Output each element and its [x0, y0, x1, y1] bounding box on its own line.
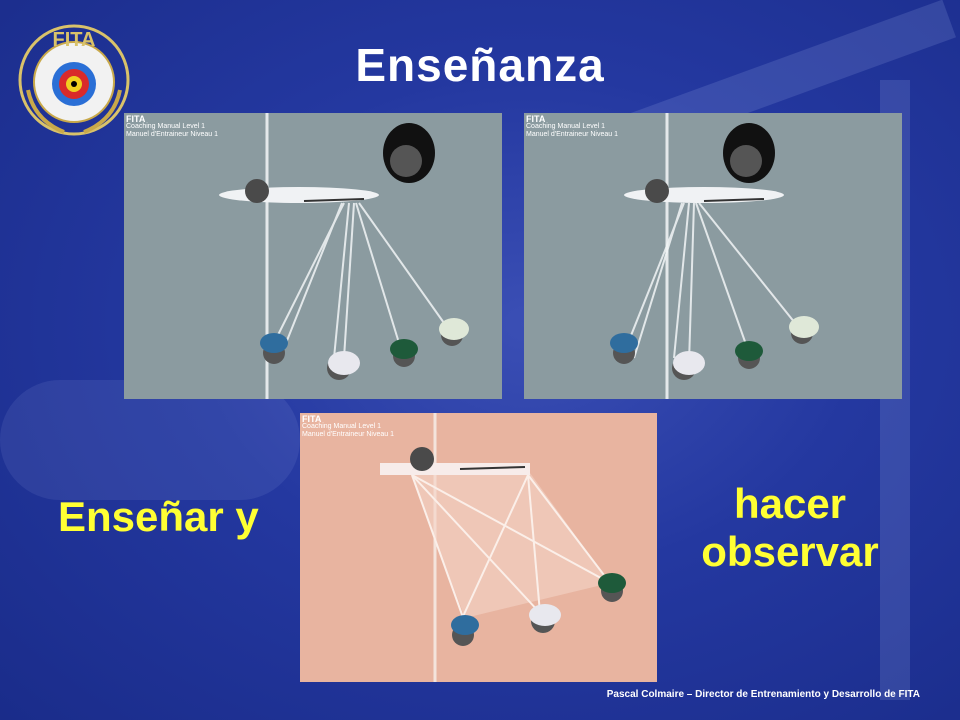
diagram-illustration [219, 113, 469, 399]
background-arm-shape [0, 380, 300, 500]
panel-caption: FITA Coaching Manual Level 1 Manuel d'En… [526, 114, 619, 139]
coaching-diagram-1: FITA Coaching Manual Level 1 Manuel d'En… [124, 113, 502, 399]
coaching-diagram-2: FITA Coaching Manual Level 1 Manuel d'En… [524, 113, 902, 399]
logo-text: FITA [53, 29, 96, 51]
page-title: Enseñanza [355, 39, 605, 91]
left-caption: Enseñar y [58, 493, 259, 540]
panel-caption: FITA Coaching Manual Level 1 Manuel d'En… [126, 114, 219, 139]
diagram-illustration [380, 413, 626, 682]
right-caption-line1: hacer [733, 480, 847, 527]
fita-logo: FITA [14, 20, 134, 140]
right-caption-line2: observar [701, 528, 879, 575]
diagram-illustration [610, 113, 819, 399]
panel-caption: FITA Coaching Manual Level 1 Manuel d'En… [302, 414, 395, 439]
footer-credit: Pascal Colmaire – Director de Entrenamie… [606, 689, 920, 700]
right-caption: hacer observar [680, 480, 900, 576]
coaching-diagram-3: FITA Coaching Manual Level 1 Manuel d'En… [300, 413, 657, 682]
